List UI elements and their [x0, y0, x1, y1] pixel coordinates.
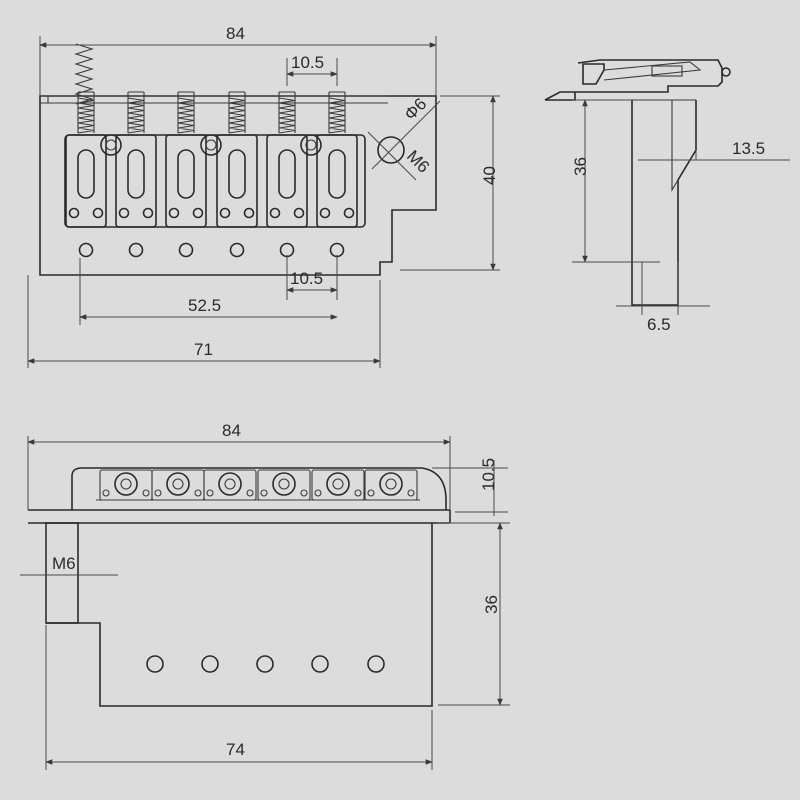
block-height-label: 36: [571, 157, 590, 176]
block-hole: [146, 655, 164, 673]
saddle-roller: [311, 469, 365, 501]
front-block-height-label: 36: [482, 595, 501, 614]
saddle-spacing-label: 10.5: [291, 53, 324, 72]
arm-hole: [377, 136, 405, 164]
block-hole: [201, 655, 219, 673]
mounting-hole: [178, 242, 194, 258]
saddle-rollers: [99, 469, 418, 501]
saddle-roller: [257, 469, 311, 501]
height-label: 40: [480, 166, 499, 185]
base-plate-outline: [39, 95, 437, 276]
overall-width-label: 84: [226, 24, 245, 43]
block-hole: [256, 655, 274, 673]
mounting-hole: [78, 242, 94, 258]
block-holes: [146, 655, 385, 673]
block-width-label: 74: [226, 740, 245, 759]
front-block: [46, 523, 433, 707]
block-thickness-label: 6.5: [647, 315, 671, 334]
front-width-label: 84: [222, 421, 241, 440]
saddle-assembly: [64, 134, 366, 228]
sustain-block: [631, 100, 697, 306]
saddle-roller: [203, 469, 257, 501]
block-hole: [311, 655, 329, 673]
arm-thread-label: M6: [52, 554, 76, 573]
block-offset-label: 13.5: [732, 139, 765, 158]
hole-span-label: 52.5: [188, 296, 221, 315]
hole-spacing-label: 10.5: [290, 269, 323, 288]
front-view: 84 10.5 M6 36 74: [20, 421, 510, 770]
mounting-hole: [128, 242, 144, 258]
saddle-height-label: 10.5: [479, 458, 498, 491]
base-width-label: 71: [194, 340, 213, 359]
saddle-roller: [364, 469, 418, 501]
side-view: 13.5 36 6.5: [544, 59, 790, 334]
mounting-hole: [229, 242, 245, 258]
block-hole: [367, 655, 385, 673]
saddle-roller: [99, 469, 153, 501]
